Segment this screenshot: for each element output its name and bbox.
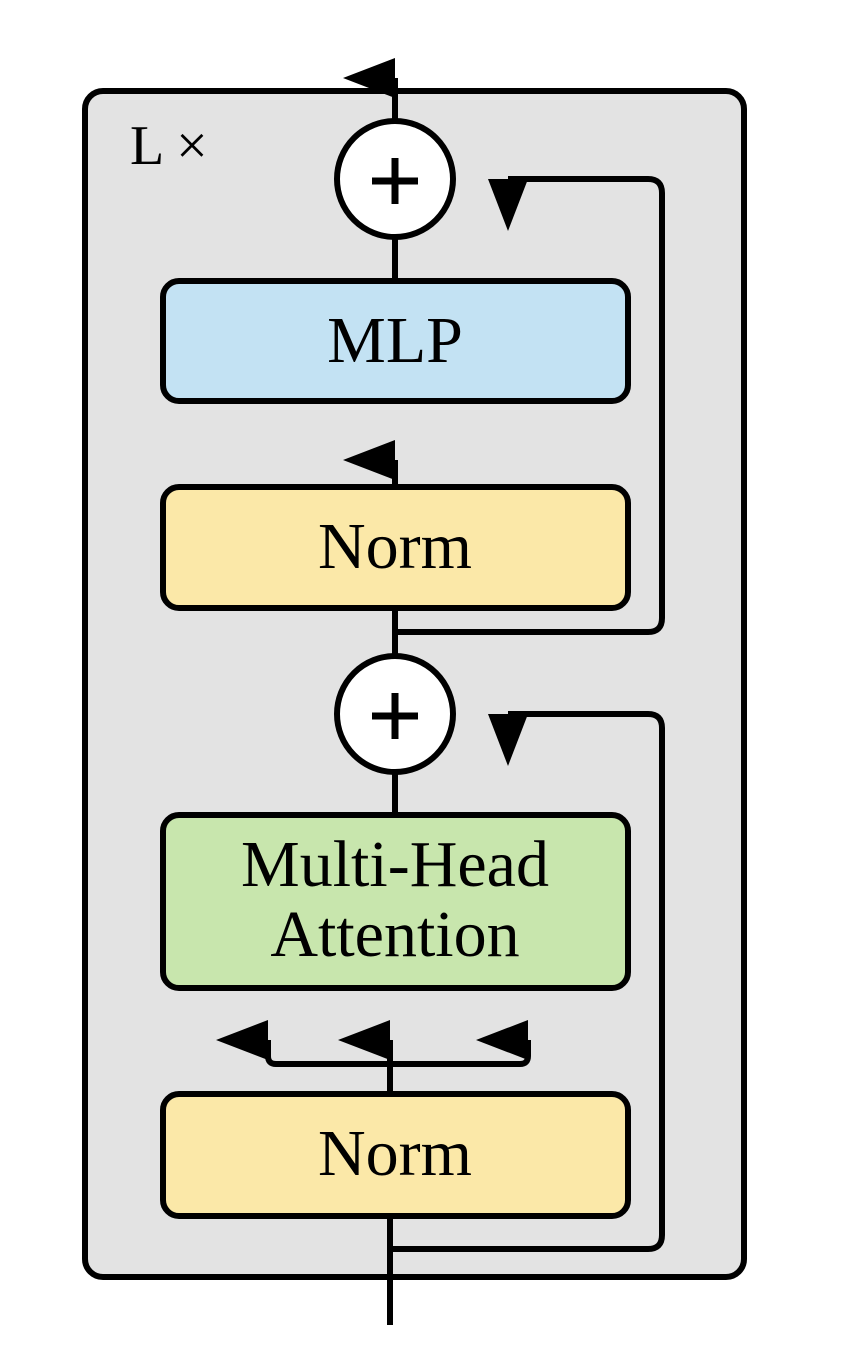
- multi-head-attention-block: [160, 812, 631, 991]
- attention-label-line1: Multi-Head: [241, 828, 549, 901]
- repeat-count-label: L ×: [130, 115, 208, 177]
- norm-block-top: [160, 484, 631, 611]
- norm-block-top-label: Norm: [318, 510, 472, 583]
- residual-wire-1: [390, 711, 665, 1252]
- mlp-block: [160, 278, 631, 404]
- add-node-top: [334, 118, 456, 240]
- residual-wire-2: [395, 176, 665, 635]
- add-node-bottom: [334, 653, 456, 775]
- norm-block-bottom-label: Norm: [318, 1117, 472, 1190]
- norm-block-bottom: [160, 1091, 631, 1219]
- attention-label-line2: Attention: [270, 898, 519, 971]
- mlp-block-label: MLP: [327, 304, 463, 377]
